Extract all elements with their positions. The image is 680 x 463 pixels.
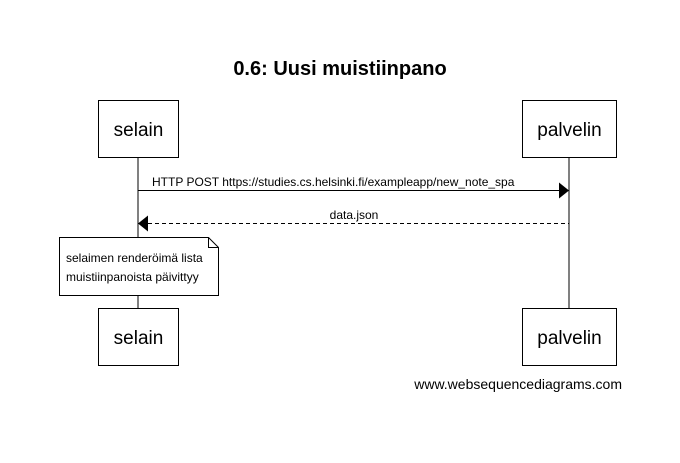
note-line: selaimen renderöimä lista	[66, 251, 203, 265]
message-data-json: data.json	[138, 208, 569, 232]
participant-label: selain	[114, 328, 164, 349]
participant-label: palvelin	[537, 120, 601, 141]
note-line: muistiinpanoista päivittyy	[66, 270, 199, 284]
arrowhead-icon	[559, 182, 569, 199]
message-label: data.json	[330, 208, 379, 222]
participant-palvelin-top: palvelin	[522, 100, 617, 158]
diagram-title: 0.6: Uusi muistiinpano	[233, 58, 446, 80]
arrowhead-icon	[138, 215, 148, 232]
note-box: selaimen renderöimä lista muistiinpanois…	[59, 237, 219, 296]
participant-palvelin-bottom: palvelin	[522, 308, 617, 366]
message-label: HTTP POST https://studies.cs.helsinki.fi…	[152, 175, 515, 189]
participant-selain-top: selain	[98, 100, 179, 158]
participant-selain-bottom: selain	[98, 308, 179, 366]
message-http-post: HTTP POST https://studies.cs.helsinki.fi…	[138, 175, 569, 199]
watermark: www.websequencediagrams.com	[413, 376, 622, 392]
participant-label: selain	[114, 120, 164, 141]
participant-label: palvelin	[537, 328, 601, 349]
